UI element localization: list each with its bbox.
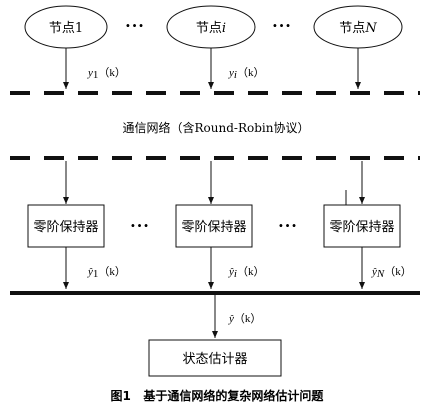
node-n-label: 节点 bbox=[339, 21, 365, 36]
figure-caption: 图1 基于通信网络的复杂网络估计问题 bbox=[111, 388, 325, 403]
holder-n-signal: ŷN（k） bbox=[371, 265, 412, 280]
bus-signal: ŷ（k） bbox=[228, 312, 261, 325]
holder-ellipsis-2: ··· bbox=[278, 216, 298, 235]
holder-i: 零阶保持器 bbox=[175, 204, 253, 248]
node-i-signal: yi（k） bbox=[228, 66, 264, 81]
node-n: 节点N bbox=[313, 5, 403, 49]
holder-i-signal: ŷi（k） bbox=[228, 265, 264, 280]
svg-text:节点N: 节点N bbox=[339, 21, 377, 36]
node-i-index: i bbox=[222, 21, 226, 36]
node-n-index: N bbox=[364, 21, 377, 36]
svg-text:节点1: 节点1 bbox=[49, 21, 83, 36]
svg-text:零阶保持器: 零阶保持器 bbox=[33, 220, 98, 235]
node-i-label: 节点 bbox=[196, 21, 222, 36]
svg-text:状态估计器: 状态估计器 bbox=[182, 352, 247, 367]
holder-1: 零阶保持器 bbox=[27, 204, 105, 248]
node-ellipsis-1: ··· bbox=[125, 16, 145, 35]
node-1-label: 节点 bbox=[49, 21, 75, 36]
holder-n: 零阶保持器 bbox=[323, 204, 401, 248]
holder-ellipsis-1: ··· bbox=[130, 216, 150, 235]
holder-1-signal: ŷ1（k） bbox=[87, 265, 126, 280]
node-ellipsis-2: ··· bbox=[272, 16, 292, 35]
node-i: 节点i bbox=[166, 5, 256, 49]
node-1-index: 1 bbox=[75, 21, 83, 36]
svg-text:零阶保持器: 零阶保持器 bbox=[329, 220, 394, 235]
node-1: 节点1 bbox=[24, 5, 108, 49]
svg-text:零阶保持器: 零阶保持器 bbox=[181, 220, 246, 235]
svg-text:节点i: 节点i bbox=[196, 21, 226, 36]
node-1-signal: y1（k） bbox=[87, 66, 126, 81]
state-estimator: 状态估计器 bbox=[148, 339, 282, 377]
network-label: 通信网络（含Round-Robin协议） bbox=[123, 120, 310, 135]
